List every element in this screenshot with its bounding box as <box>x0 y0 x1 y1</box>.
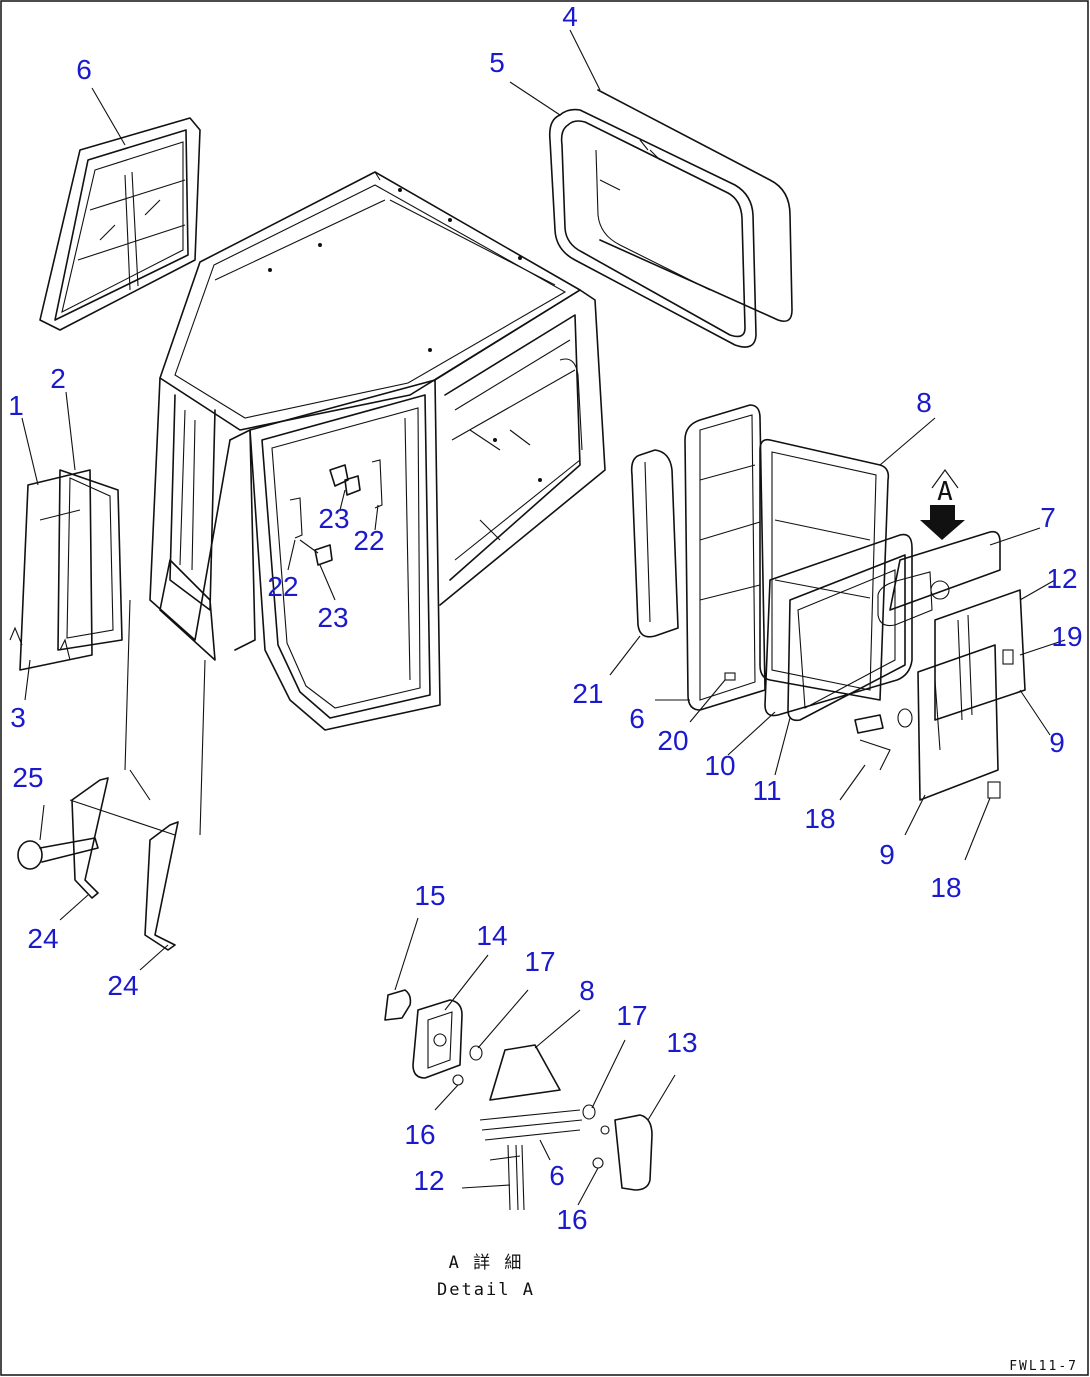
callout-8-detail: 8 <box>579 975 595 1006</box>
callout-12-top: 12 <box>1046 563 1077 594</box>
callout-16-b: 16 <box>556 1204 587 1235</box>
callout-23-b: 23 <box>317 602 348 633</box>
rear-window-assembly <box>630 404 1026 801</box>
callout-23-a: 23 <box>318 503 349 534</box>
callout-10: 10 <box>704 750 735 781</box>
callout-6-detail: 6 <box>549 1160 565 1191</box>
callout-11: 11 <box>752 775 781 806</box>
part-6-window-frame-top-left <box>39 117 201 331</box>
part-5-seal <box>548 108 757 348</box>
callout-17-b: 17 <box>616 1000 647 1031</box>
view-a-arrow: A <box>920 469 965 540</box>
callout-13: 13 <box>666 1027 697 1058</box>
callout-1: 1 <box>8 390 24 421</box>
callout-4: 4 <box>562 1 578 32</box>
callout-22-a: 22 <box>353 525 384 556</box>
callout-17-a: 17 <box>524 946 555 977</box>
callout-18-b: 18 <box>930 872 961 903</box>
callout-25: 25 <box>12 762 43 793</box>
callout-6-right: 6 <box>629 703 645 734</box>
leader-lines <box>21 29 1066 1206</box>
parts-1-2-3-side-glass <box>9 469 123 671</box>
callout-3: 3 <box>10 702 26 733</box>
callout-labels: 4 5 6 2 1 8 7 23 22 12 22 23 19 21 3 6 9… <box>8 1 1082 1235</box>
detail-caption-en: Detail A <box>437 1280 535 1300</box>
callout-19: 19 <box>1051 621 1082 652</box>
callout-9-b: 9 <box>879 839 895 870</box>
part-4-glass <box>597 89 793 323</box>
callout-18-a: 18 <box>804 803 835 834</box>
detail-a-parts <box>384 989 653 1211</box>
callout-12-detail: 12 <box>413 1165 444 1196</box>
cab-body <box>149 171 606 731</box>
callout-6-top: 6 <box>76 54 92 85</box>
drawing-code: FWL11-7 <box>1009 1359 1078 1374</box>
callout-9-a: 9 <box>1049 727 1065 758</box>
callout-5: 5 <box>489 47 505 78</box>
callout-2: 2 <box>50 363 66 394</box>
callout-22-b: 22 <box>267 571 298 602</box>
callout-20: 20 <box>657 725 688 756</box>
callout-21: 21 <box>572 678 603 709</box>
callout-16-a: 16 <box>404 1119 435 1150</box>
callout-24-a: 24 <box>27 923 58 954</box>
callout-24-b: 24 <box>107 970 138 1001</box>
parts-22-23-hinges <box>289 459 383 566</box>
callout-15: 15 <box>414 880 445 911</box>
view-marker: A <box>937 477 953 507</box>
callout-8-top: 8 <box>916 387 932 418</box>
detail-caption-jp: A 詳 細 <box>449 1253 524 1273</box>
parts-24-25-stays <box>17 599 206 951</box>
callout-14: 14 <box>476 920 507 951</box>
callout-7: 7 <box>1040 502 1056 533</box>
